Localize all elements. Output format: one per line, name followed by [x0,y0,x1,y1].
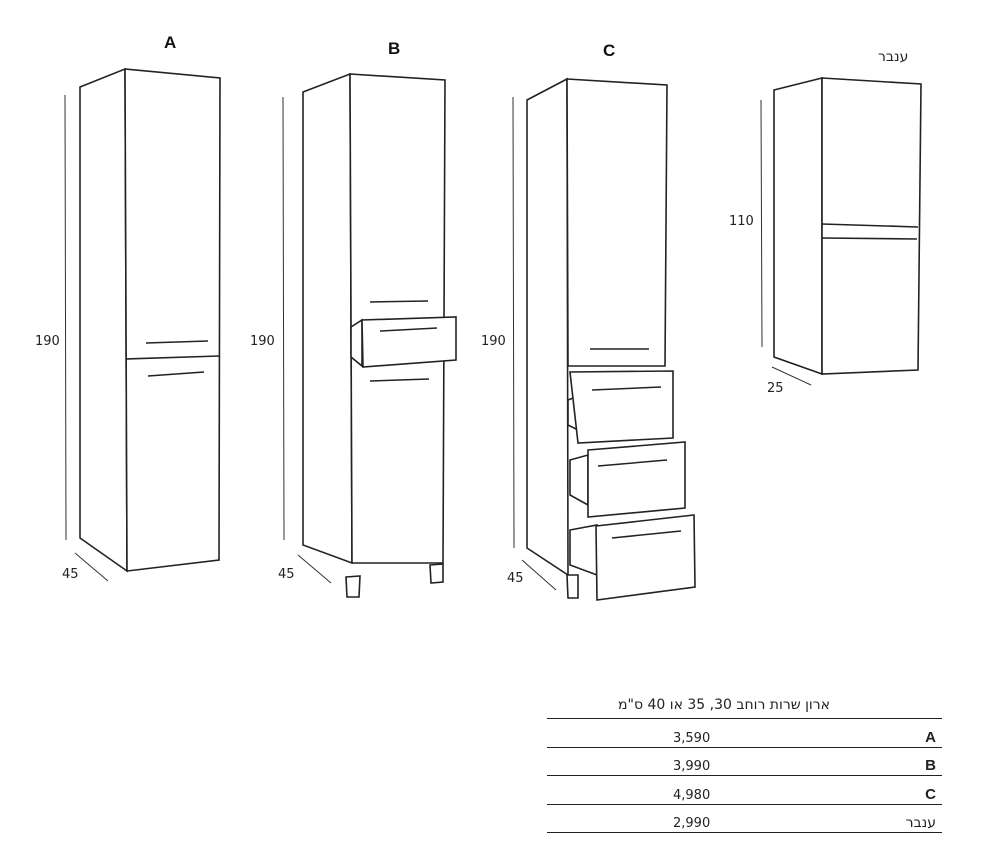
table-row: 2,990 ענבר [547,805,942,833]
cabinet-amber-label: ענבר [878,49,908,65]
cabinet-amber-drawing: ענבר 110 25 [729,49,922,396]
row-price: 2,990 [673,816,711,831]
cabinet-a-label: A [164,33,176,52]
cabinet-b-label: B [388,39,400,58]
row-price: 3,990 [673,759,711,774]
row-model: ענבר [905,815,936,831]
table-row: 4,980 C [547,776,942,805]
table-row: 3,990 B [547,748,942,776]
cabinet-b-depth: 45 [278,567,295,582]
cabinet-a-depth: 45 [62,567,79,582]
row-price: 3,590 [673,730,711,746]
row-model: C [925,785,936,803]
row-price: 4,980 [673,787,711,803]
price-table: ארון שרות רוחב 30, 35 או 40 ס"מ 3,590 A … [547,692,942,833]
cabinet-a-drawing: A 190 45 [35,33,221,582]
row-model: A [925,728,936,746]
cabinet-a-height: 190 [35,334,60,349]
cabinet-c-depth: 45 [507,571,524,586]
table-row: 3,590 A [547,719,942,748]
cabinet-amber-depth: 25 [767,381,784,396]
cabinet-c-label: C [603,41,615,60]
row-model: B [925,757,936,774]
cabinet-c-height: 190 [481,334,506,349]
cabinet-c-drawing: C 190 45 [481,41,696,601]
price-table-title: ארון שרות רוחב 30, 35 או 40 ס"מ [547,692,942,719]
cabinet-amber-height: 110 [729,214,754,229]
cabinet-b-height: 190 [250,334,275,349]
cabinet-b-drawing: B 190 45 [250,39,457,598]
